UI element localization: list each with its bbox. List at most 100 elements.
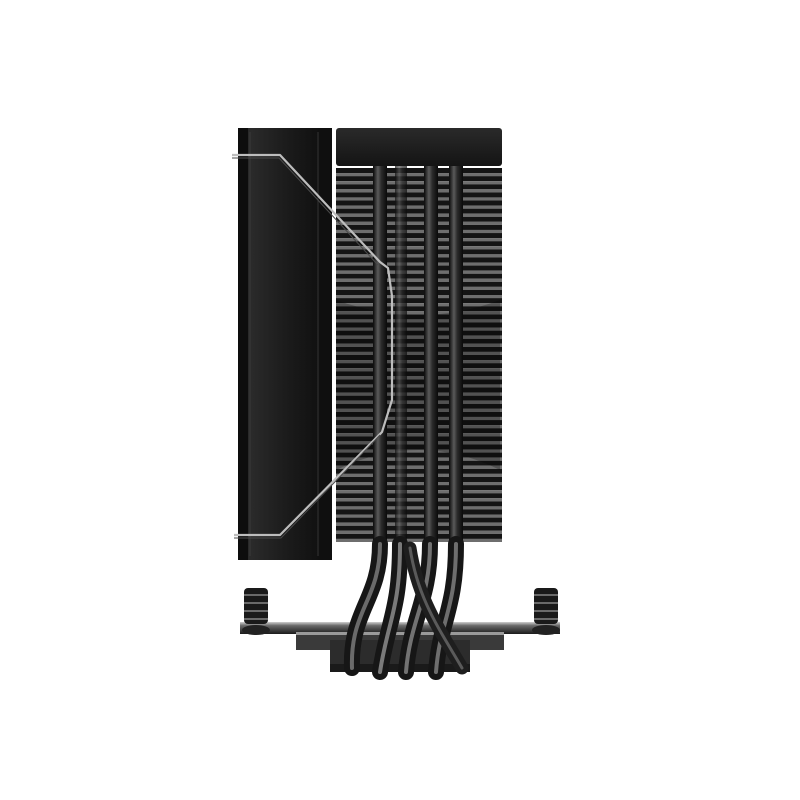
heatsink-fin-edge <box>336 408 502 412</box>
heatsink-fin <box>336 233 502 239</box>
fan-clip-wire-shadow <box>232 157 381 539</box>
heatsink-fin-edge <box>336 319 502 323</box>
spring-screw-left <box>242 588 270 635</box>
heatsink-fin <box>336 281 502 287</box>
heatsink-fin <box>336 249 502 255</box>
heatsink-fin-edge <box>336 238 502 242</box>
heatsink-fin <box>336 168 502 174</box>
heatsink-fin <box>336 265 502 271</box>
heatsink-fin-edge <box>336 262 502 266</box>
heatsink-fin-stack <box>336 128 502 542</box>
fan-frame <box>238 128 332 560</box>
heatsink-fin-edge <box>336 425 502 429</box>
spring-screw-right <box>532 588 560 635</box>
heatsink-fin <box>336 468 502 474</box>
heatsink-fin-edge <box>336 229 502 234</box>
heatsink-fin-edge <box>336 457 502 461</box>
heatsink-fin <box>336 363 502 369</box>
heatsink-fin-edge <box>336 311 502 315</box>
heatsink-fin <box>336 403 502 409</box>
heatsink-fin <box>336 224 502 230</box>
heatsink-fin <box>336 216 502 222</box>
heatsink-fin-edge <box>336 213 502 217</box>
heatsink-fin <box>336 176 502 182</box>
heatsink-fin-edge <box>336 197 502 201</box>
heatsink-fin <box>336 476 502 482</box>
heatsink-fin <box>336 306 502 312</box>
heatsink-fin-edge <box>336 376 502 380</box>
heatsink-fin <box>336 192 502 198</box>
heatsink-fin <box>336 525 502 531</box>
heatsink-fin <box>336 200 502 206</box>
heatsink-fin-edge <box>336 498 502 502</box>
heatsink-fin-edge <box>336 295 502 299</box>
fan-clip-wire <box>232 153 394 537</box>
heatsink-fin-edge <box>336 286 502 290</box>
heatsink-fin-edge <box>336 465 502 469</box>
heatsink-fin-edge <box>336 441 502 445</box>
heatsink-fin <box>336 314 502 320</box>
heatsink-fin-edge <box>336 490 502 494</box>
heatsink-fin-edge <box>336 189 502 193</box>
heatpipes-upper <box>373 166 463 544</box>
heatsink-fin-edge <box>336 538 502 542</box>
heatsink-fin-edge <box>336 433 502 437</box>
heatsink-fin <box>336 355 502 361</box>
heatsink-fin-edge <box>336 327 502 331</box>
heatsink-fin <box>336 387 502 393</box>
heatsink-top-cap <box>336 128 502 166</box>
heatsink-fin <box>336 452 502 458</box>
heatsink-fin-edge <box>336 416 502 421</box>
heatsink-fin <box>336 517 502 523</box>
heatsink-fin <box>336 257 502 263</box>
heatsink-fin <box>336 208 502 214</box>
heatsink-fin-edge <box>336 303 502 307</box>
heatsink-fin <box>336 338 502 344</box>
heatsink-fin <box>336 379 502 385</box>
heatsink-fin-edge <box>336 514 502 518</box>
heatsink-fin-edge <box>336 392 502 396</box>
heatsink-fin-edge <box>336 400 502 404</box>
heatpipes-lower <box>343 536 469 680</box>
heatsink-fin <box>336 241 502 247</box>
heatsink-fin <box>336 493 502 499</box>
heatsink-fin-edge <box>336 530 502 534</box>
heatsink-fin <box>336 411 502 417</box>
heatsink-fin <box>336 420 502 426</box>
heatsink-fins <box>336 168 502 542</box>
heatsink-fin-edge <box>336 360 502 364</box>
heatsink-fin <box>336 509 502 515</box>
heatsink-fin <box>336 289 502 295</box>
heatsink-fin-edge <box>336 254 502 258</box>
heatsink-fin-edge <box>336 335 502 339</box>
heatsink-fin-edge <box>336 482 502 486</box>
heatsink-fin <box>336 395 502 401</box>
heatsink-fin-edge <box>336 449 502 453</box>
heatsink-fin-edge <box>336 368 502 372</box>
heatsink-fin <box>336 428 502 434</box>
heatsink-fin <box>336 501 502 507</box>
heatsink-fin <box>336 322 502 328</box>
heatsink-fin-edge <box>336 473 502 477</box>
heatsink-fin-edge <box>336 506 502 510</box>
heatsink-fin-edge <box>336 205 502 209</box>
heatsink-fin <box>336 533 502 539</box>
heatsink-fin <box>336 184 502 190</box>
heatsink-fin-edge <box>336 522 502 526</box>
heatsink-fin-edge <box>336 270 502 274</box>
heatsink-fin-edge <box>336 384 502 388</box>
heatsink-fin-edge <box>336 173 502 177</box>
heatsink-fin <box>336 298 502 304</box>
heatsink-fin <box>336 273 502 279</box>
heatsink-fin-edge <box>336 343 502 347</box>
heatsink-fin <box>336 330 502 336</box>
heatsink-fin <box>336 371 502 377</box>
heatsink-fin <box>336 346 502 352</box>
heatsink-fin <box>336 436 502 442</box>
heatsink-fin <box>336 444 502 450</box>
heatsink-fin <box>336 460 502 466</box>
heatsink-fin <box>336 485 502 491</box>
heatsink-fin-edge <box>336 246 502 250</box>
